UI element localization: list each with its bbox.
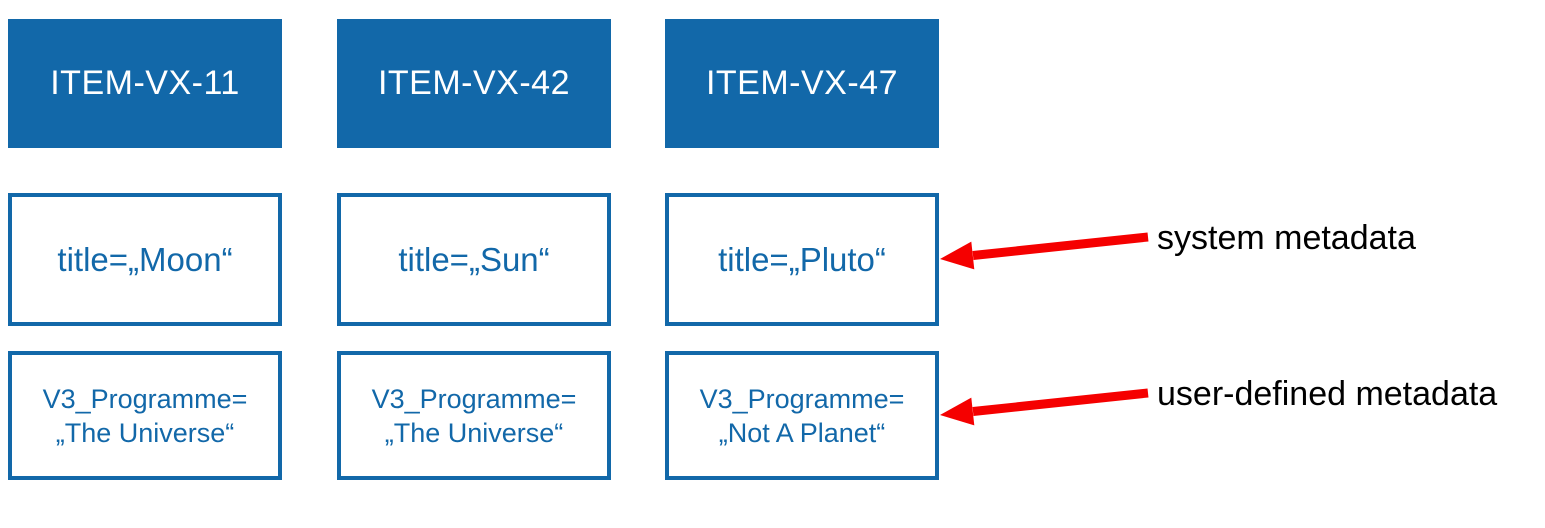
user-metadata-key: V3_Programme=: [42, 383, 248, 414]
item-id-label: ITEM-VX-47: [705, 64, 899, 102]
system-metadata-value: title=„Sun“: [398, 240, 550, 278]
user-metadata-box: V3_Programme= „The Universe“: [8, 351, 282, 480]
user-metadata-value: „The Universe“: [55, 417, 235, 448]
user-metadata-value: „Not A Planet“: [718, 417, 886, 448]
item-id-header: ITEM-VX-11: [8, 19, 282, 148]
user-metadata-key: V3_Programme=: [699, 383, 905, 414]
item-id-header: ITEM-VX-47: [665, 19, 939, 148]
user-metadata-value: „The Universe“: [384, 417, 564, 448]
item-id-label: ITEM-VX-11: [50, 64, 240, 102]
annotation-system-metadata: system metadata: [1157, 219, 1416, 257]
user-metadata-box: V3_Programme= „The Universe“: [337, 351, 611, 480]
user-metadata-box: V3_Programme= „Not A Planet“: [665, 351, 939, 480]
system-metadata-box: title=„Pluto“: [665, 193, 939, 326]
item-id-label: ITEM-VX-42: [377, 64, 571, 102]
system-metadata-box: title=„Sun“: [337, 193, 611, 326]
red-arrow-icon: [940, 388, 1149, 426]
user-metadata-key: V3_Programme=: [371, 383, 577, 414]
annotation-user-defined-metadata: user-defined metadata: [1157, 375, 1498, 413]
system-metadata-box: title=„Moon“: [8, 193, 282, 326]
system-metadata-value: title=„Pluto“: [718, 240, 886, 278]
system-metadata-value: title=„Moon“: [57, 240, 233, 278]
red-arrow-icon: [940, 232, 1149, 270]
item-id-header: ITEM-VX-42: [337, 19, 611, 148]
